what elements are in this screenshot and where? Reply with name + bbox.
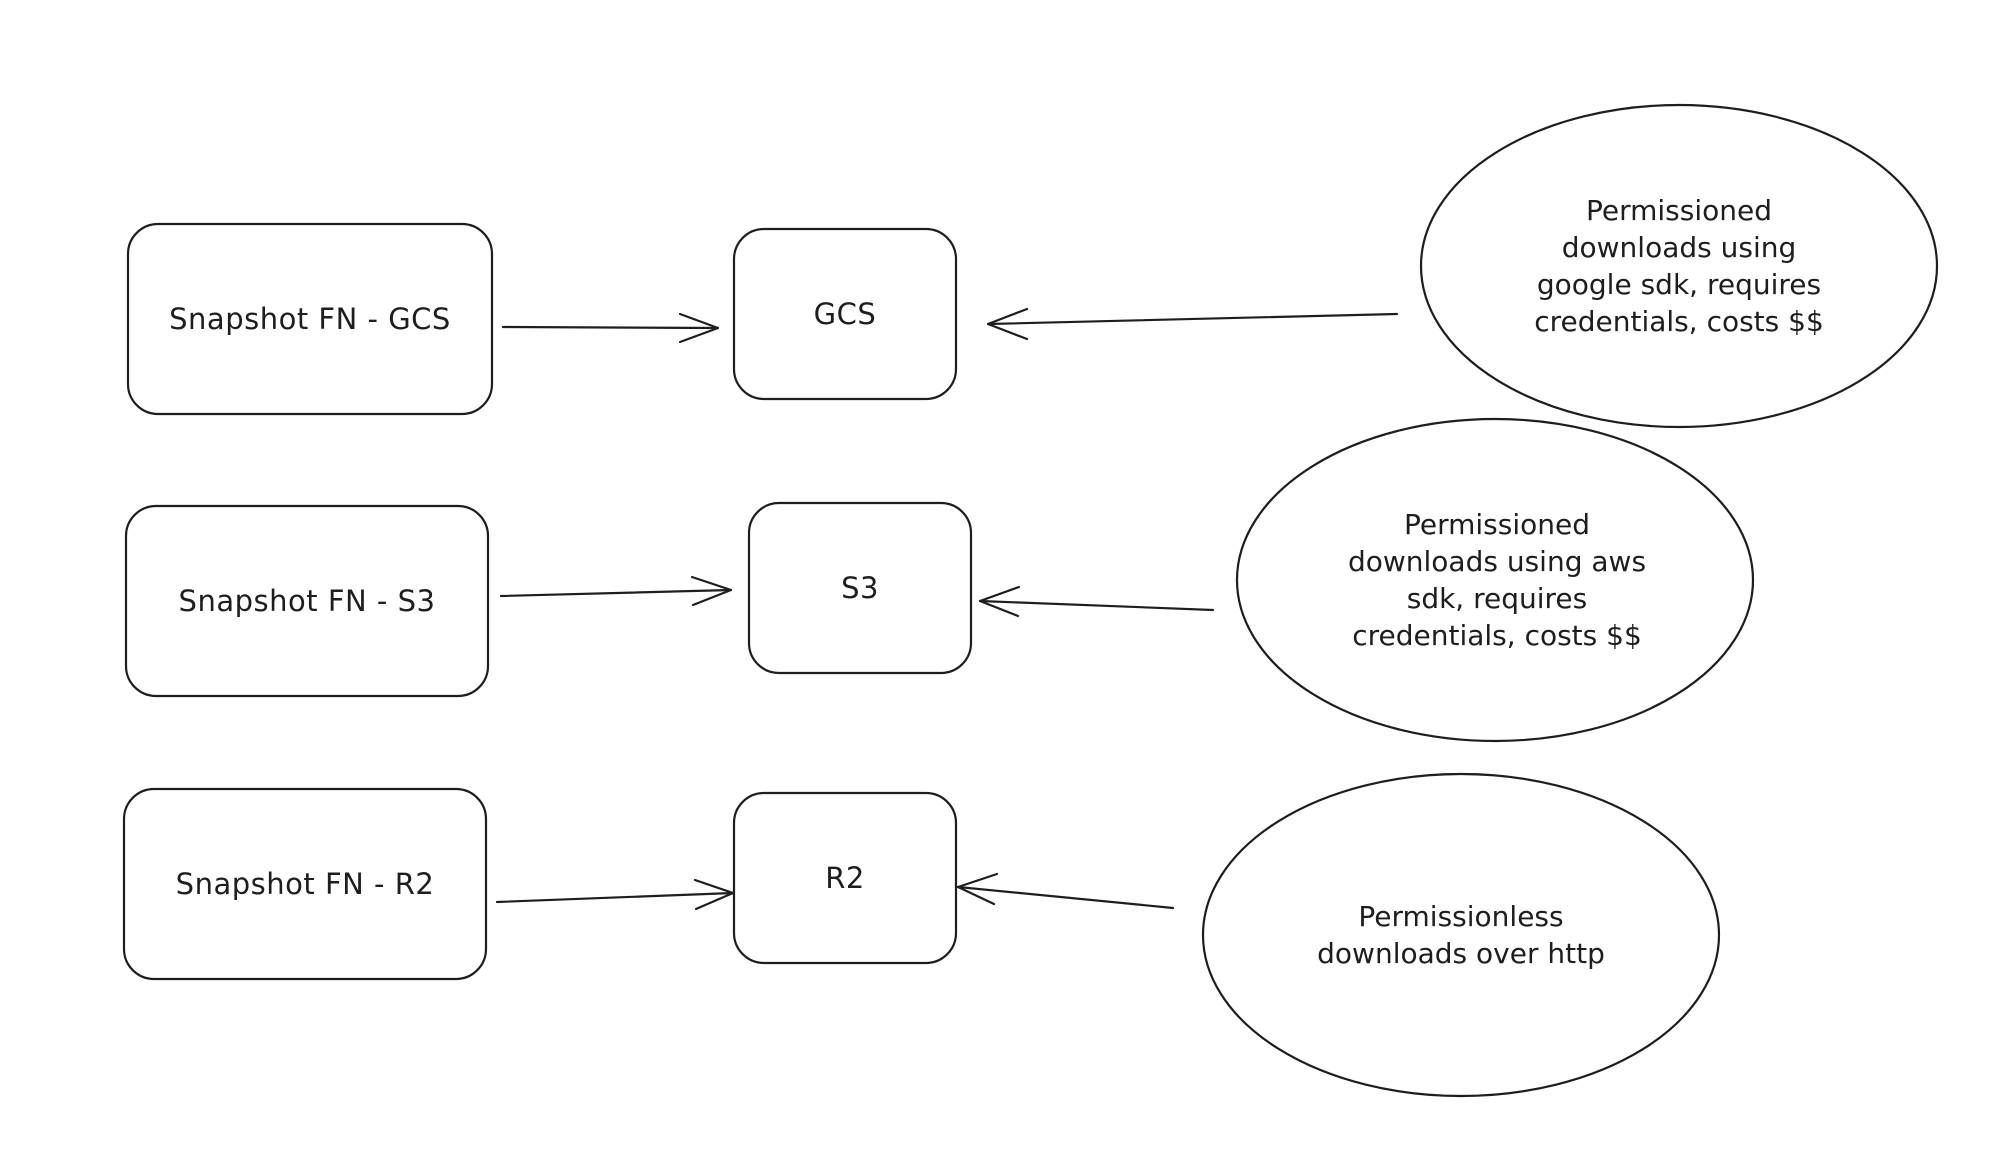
arrow-note-to-gcs	[986, 307, 1399, 341]
source-box-gcs-shape	[126, 222, 494, 416]
source-box-s3[interactable]: Snapshot FN - S3	[126, 506, 488, 696]
arrow-note-to-s3	[978, 585, 1215, 618]
note-ellipse-r2[interactable]: Permissionless downloads over http	[1293, 887, 1629, 983]
source-label-gcs: Snapshot FN - GCS	[169, 302, 451, 336]
storage-box-r2[interactable]: R2	[734, 793, 956, 963]
note-ellipse-gcs[interactable]: Permissioned downloads using google sdk,…	[1491, 175, 1867, 357]
storage-box-r2-shape	[732, 791, 958, 965]
arrow-note-to-r2	[956, 872, 1175, 910]
storage-box-s3[interactable]: S3	[749, 503, 971, 673]
source-box-r2-shape	[122, 787, 488, 981]
storage-label-r2: R2	[825, 861, 865, 895]
source-box-s3-shape	[124, 504, 490, 698]
storage-label-gcs: GCS	[813, 297, 877, 331]
storage-box-gcs[interactable]: GCS	[734, 229, 956, 399]
storage-box-s3-shape	[747, 501, 973, 675]
storage-box-gcs-shape	[732, 227, 958, 401]
source-label-r2: Snapshot FN - R2	[175, 867, 435, 901]
note-text-r2: Permissionless downloads over http	[1317, 900, 1605, 970]
note-text-gcs: Permissioned downloads using google sdk,…	[1534, 194, 1824, 338]
note-ellipse-gcs-shape	[1419, 103, 1939, 429]
arrow-source-to-gcs	[501, 312, 720, 344]
arrow-source-to-s3	[499, 575, 733, 607]
note-ellipse-s3[interactable]: Permissioned downloads using aws sdk, re…	[1309, 508, 1685, 652]
note-ellipse-s3-shape	[1235, 417, 1755, 743]
arrow-source-to-r2	[495, 878, 735, 911]
note-text-s3: Permissioned downloads using aws sdk, re…	[1347, 508, 1647, 652]
note-ellipse-r2-shape	[1201, 772, 1721, 1098]
storage-label-s3: S3	[841, 571, 879, 605]
source-box-gcs[interactable]: Snapshot FN - GCS	[128, 224, 492, 414]
source-label-s3: Snapshot FN - S3	[178, 584, 436, 618]
source-box-r2[interactable]: Snapshot FN - R2	[124, 789, 486, 979]
